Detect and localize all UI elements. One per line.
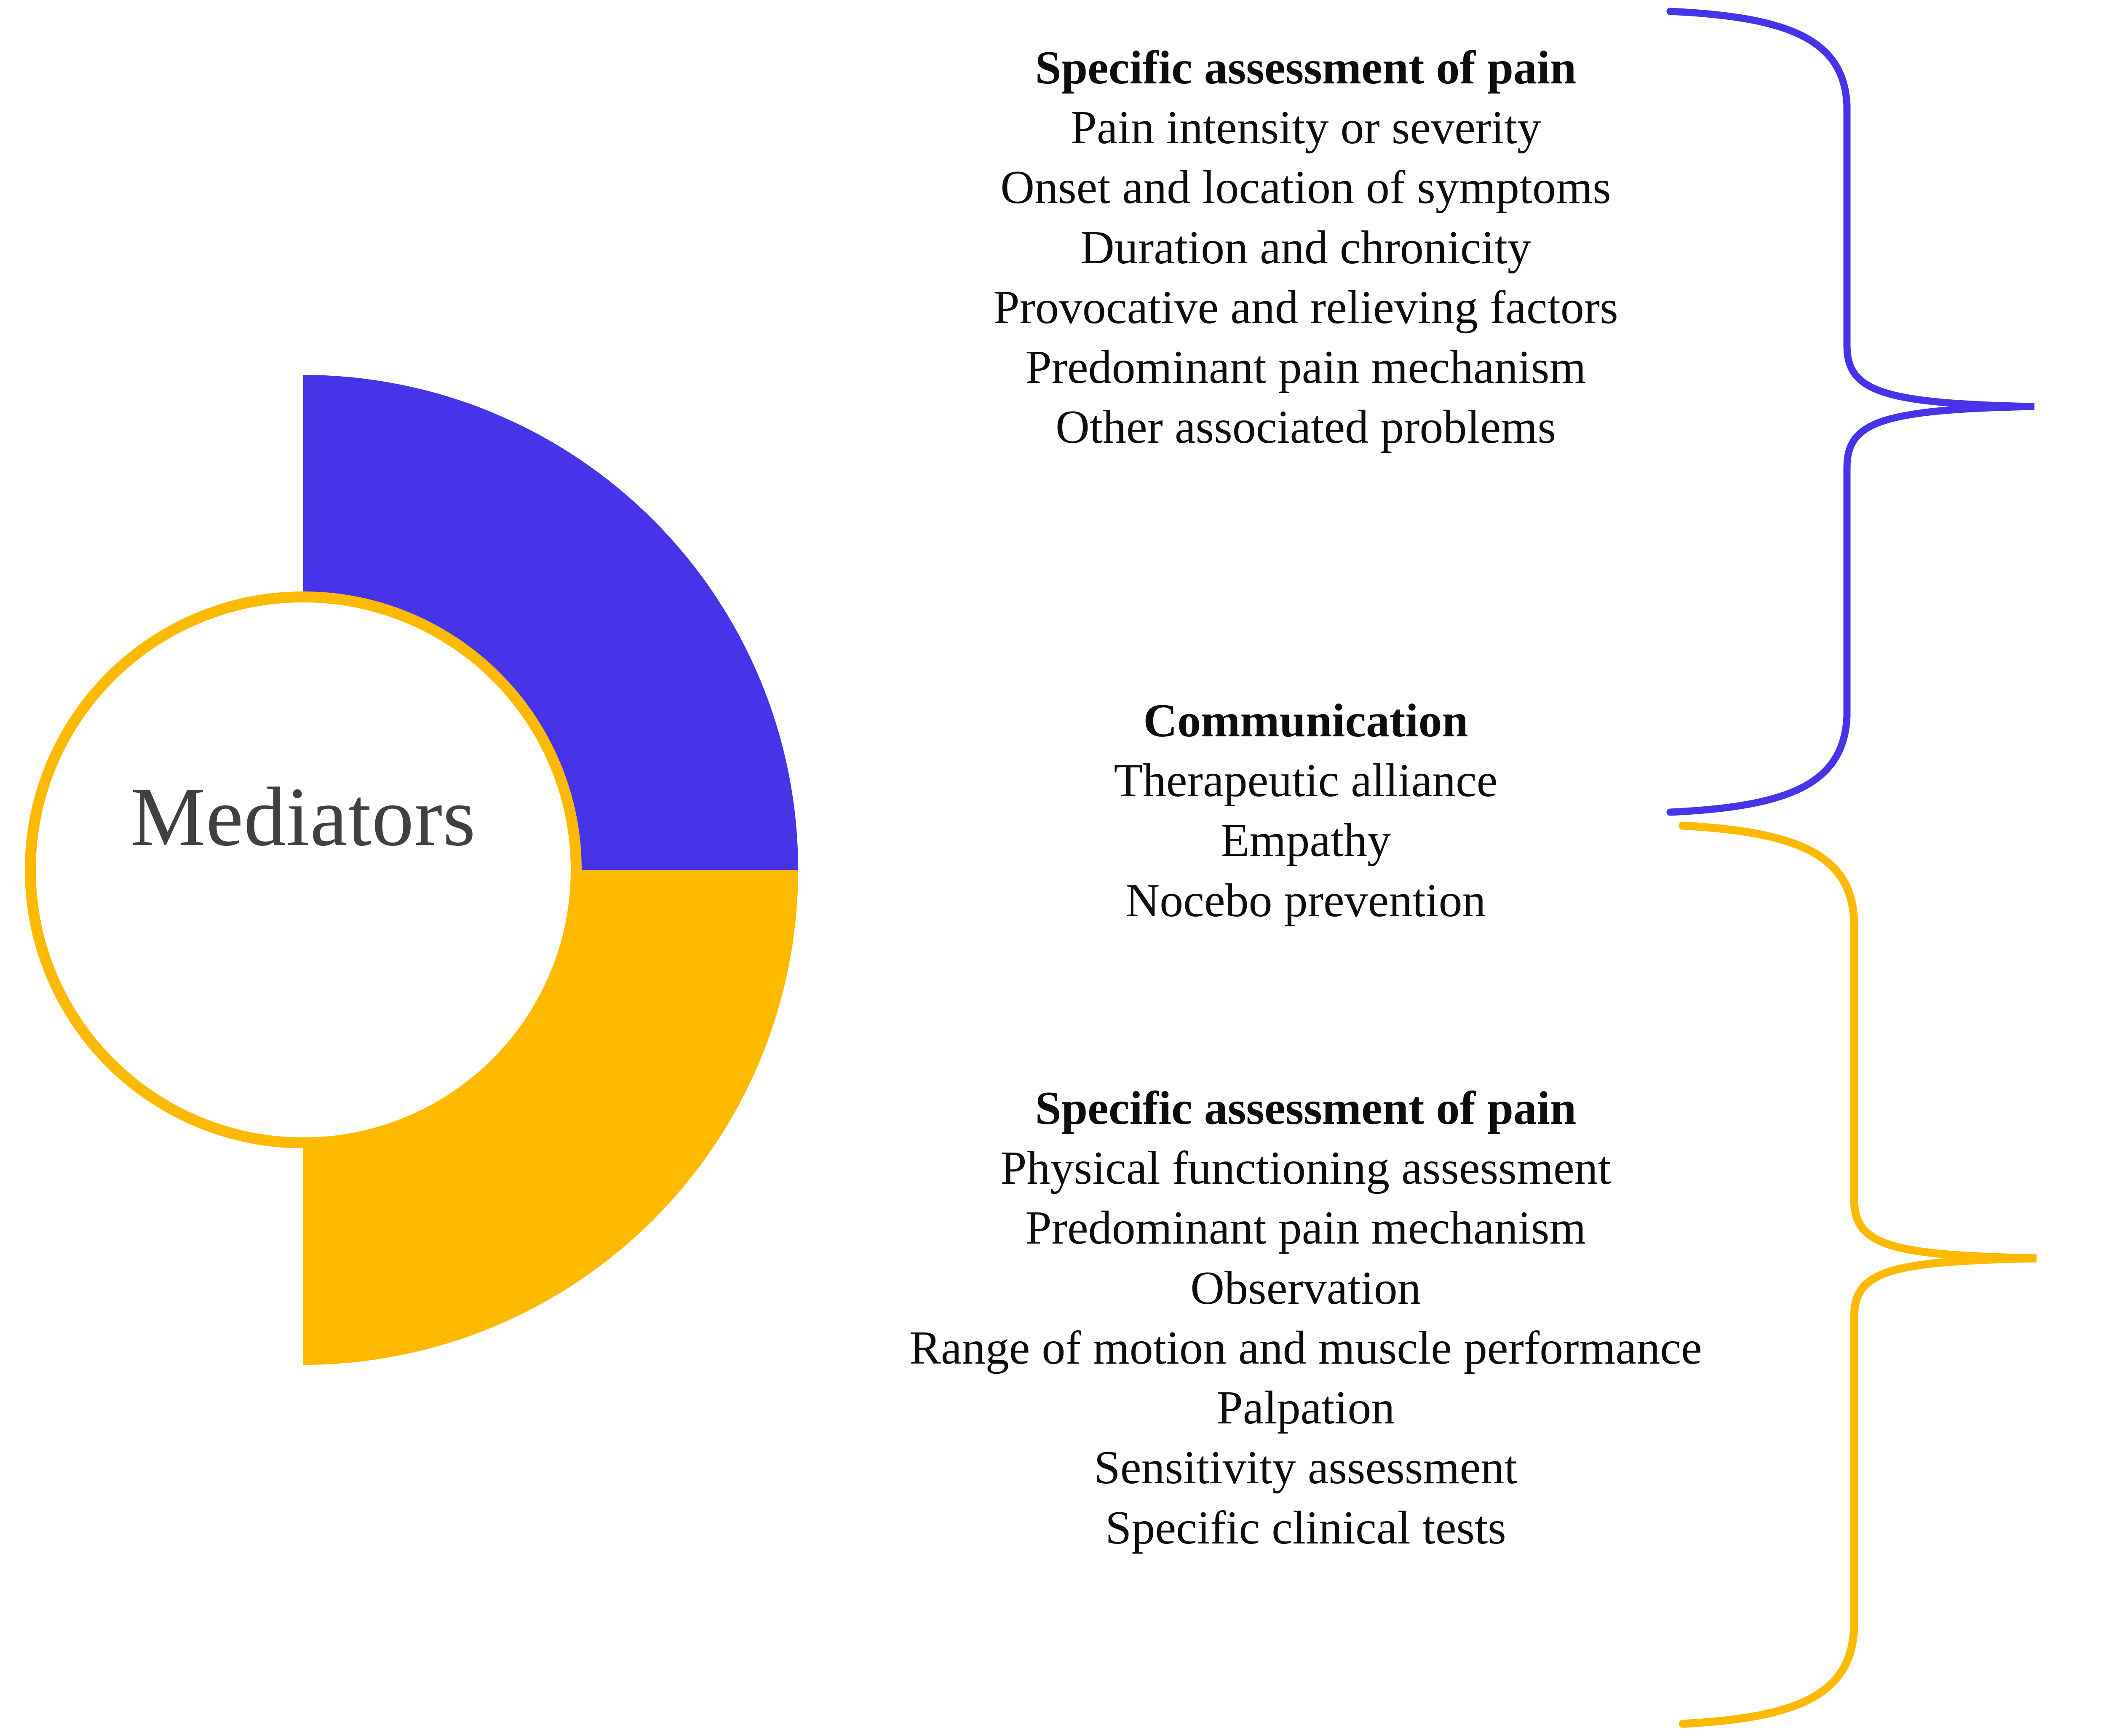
list-item: Specific clinical tests <box>1105 1501 1506 1554</box>
list-item: Predominant pain mechanism <box>1025 341 1586 394</box>
list-item: Pain intensity or severity <box>1070 102 1541 154</box>
hub-inner-circle <box>25 591 582 1148</box>
physical-examination-brace-icon <box>1678 821 2037 1728</box>
list-item: Palpation <box>1216 1382 1395 1434</box>
block-heading: Specific assessment of pain <box>1035 1082 1577 1134</box>
list-item: Nocebo prevention <box>1125 874 1486 927</box>
list-item: Empathy <box>1220 814 1391 867</box>
list-item: Range of motion and muscle performance <box>909 1321 1702 1374</box>
list-item: Physical functioning assessment <box>1000 1142 1611 1195</box>
block-heading: Specific assessment of pain <box>1035 42 1577 94</box>
list-item: Onset and location of symptoms <box>1000 161 1611 214</box>
list-item: Provocative and relieving factors <box>993 281 1618 334</box>
list-item: Observation <box>1190 1262 1421 1314</box>
list-item: Therapeutic alliance <box>1114 754 1498 807</box>
anamnesis-assessment-block: Specific assessment of pain Pain intensi… <box>674 38 1938 457</box>
physical-examination-assessment-block: Specific assessment of pain Physical fun… <box>653 1078 1959 1558</box>
list-item: Sensitivity assessment <box>1094 1442 1518 1494</box>
list-item: Duration and chronicity <box>1080 221 1531 274</box>
list-item: Predominant pain mechanism <box>1025 1202 1586 1255</box>
anamnesis-brace-icon <box>1666 8 2035 816</box>
list-item: Other associated problems <box>1055 401 1556 454</box>
block-heading: Communication <box>1143 695 1468 747</box>
hub-label: Mediators <box>131 770 476 864</box>
communication-block: Communication Therapeutic alliance Empat… <box>674 691 1938 931</box>
